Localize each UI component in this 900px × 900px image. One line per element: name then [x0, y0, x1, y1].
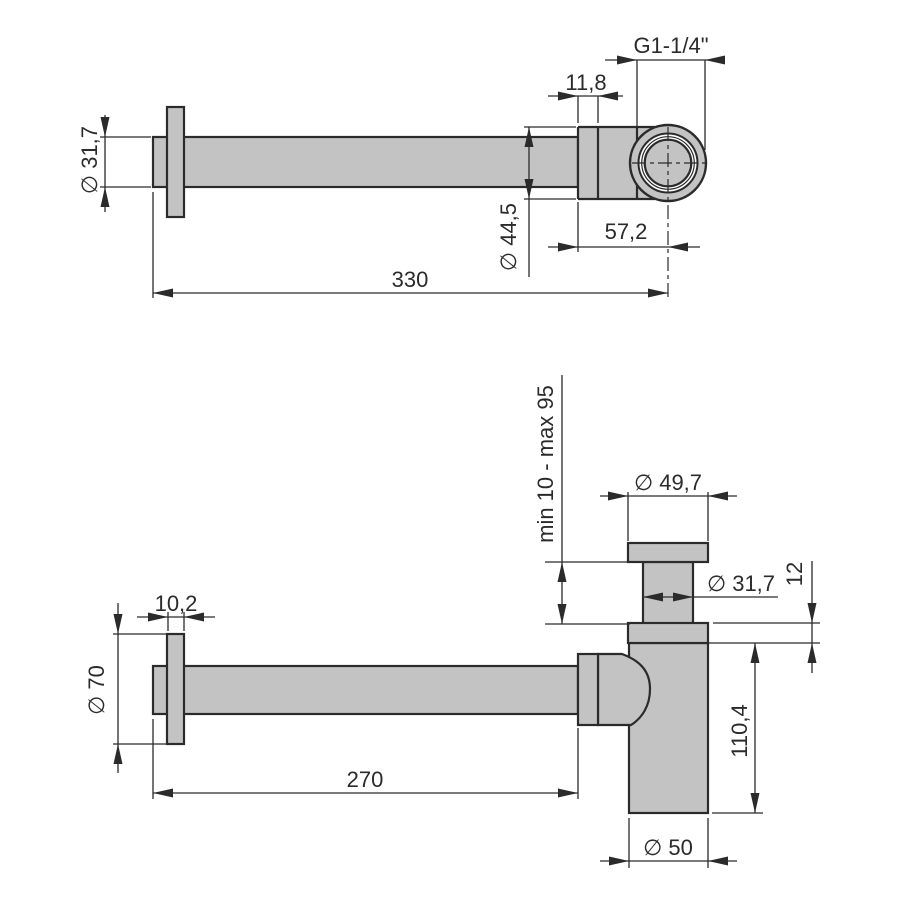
bottom-view-part-shapes — [151, 541, 710, 815]
outlet-tube-shape — [151, 664, 580, 716]
union-nut-shape — [626, 621, 710, 645]
top-view: G1-1/4" 11,8 ∅ 44,5 57,2 330 ∅ 31,7 — [77, 33, 725, 298]
adjustment-range-label: min 10 - max 95 — [533, 385, 558, 543]
wall-flange-shape — [165, 105, 186, 219]
nut-height-label: 12 — [782, 562, 807, 586]
wall-flange-shape-bottom — [165, 632, 186, 746]
bottom-view: min 10 - max 95 ∅ 49,7 ∅ 31,7 12 110,4 ∅… — [84, 375, 820, 868]
tube-collar-shape — [576, 652, 600, 727]
trap-body-diameter-label: ∅ 50 — [643, 835, 693, 860]
collar-width-label: 11,8 — [565, 70, 606, 95]
wall-tube-shape — [151, 135, 580, 189]
flange-diameter-label: ∅ 70 — [84, 665, 109, 715]
thread-size-label: G1-1/4" — [633, 33, 708, 58]
top-view-part-shapes — [151, 60, 708, 298]
top-view-dimension-arrows — [100, 55, 725, 298]
riser-tube-shape — [641, 560, 695, 626]
bottom-view-dimension-lines — [113, 375, 820, 868]
elbow-inlet-shape — [596, 652, 652, 727]
bottom-view-dimension-arrows — [113, 491, 817, 866]
tube-length-label: 270 — [347, 767, 384, 792]
top-flange-diameter-label: ∅ 49,7 — [634, 470, 702, 495]
body-diameter-label: ∅ 44,5 — [496, 203, 521, 271]
outlet-offset-label: 57,2 — [605, 219, 648, 244]
flange-width-label: 10,2 — [155, 591, 198, 616]
riser-diameter-label: ∅ 31,7 — [707, 571, 775, 596]
top-flange-shape — [626, 541, 710, 564]
tube-diameter-label: ∅ 31,7 — [77, 126, 102, 194]
overall-length-label: 330 — [392, 267, 429, 292]
body-height-label: 110,4 — [727, 704, 752, 757]
